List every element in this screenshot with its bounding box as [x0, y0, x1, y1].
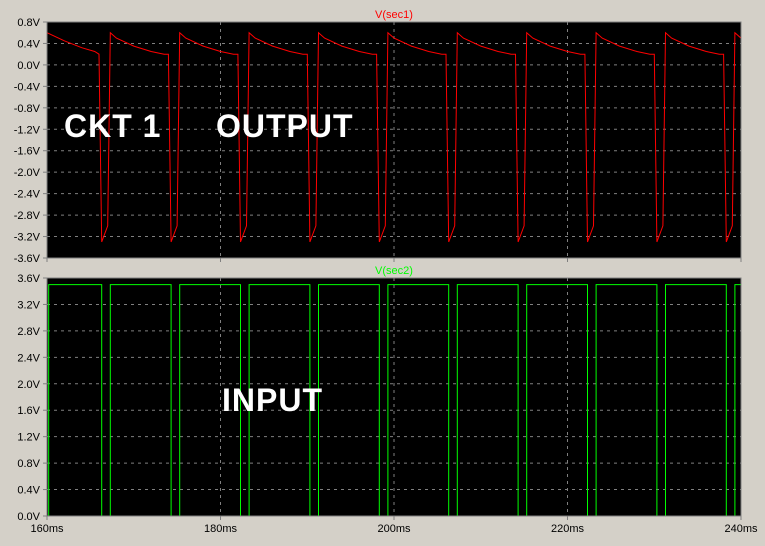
y-tick-label: -3.2V	[14, 232, 41, 244]
y-tick-label: -1.6V	[14, 146, 41, 158]
y-tick-label: 2.4V	[17, 352, 40, 364]
x-tick-label: 160ms	[30, 523, 64, 535]
x-tick-label: 200ms	[377, 523, 411, 535]
ckt-label: CKT 1	[64, 108, 162, 144]
x-tick-label: 240ms	[724, 523, 758, 535]
y-tick-label: 0.8V	[17, 458, 40, 470]
y-tick-label: 0.0V	[17, 511, 40, 523]
y-tick-label: -0.4V	[14, 81, 41, 93]
y-tick-label: 2.8V	[17, 326, 40, 338]
y-tick-label: 1.2V	[17, 432, 40, 444]
y-tick-label: -0.8V	[14, 103, 41, 115]
y-tick-label: -2.8V	[14, 210, 41, 222]
series-trace	[47, 31, 741, 243]
pane-sec2: 3.6V 3.2V 2.8V 2.4V 2.0V 1.6V 1.2V 0.8V 0.4V 0.0V…	[17, 265, 758, 535]
y-tick-label: 0.8V	[17, 17, 40, 29]
input-label: INPUT	[222, 382, 323, 418]
y-tick-label: 3.6V	[17, 273, 40, 285]
x-tick-label: 180ms	[204, 523, 238, 535]
y-tick-label: 3.2V	[17, 299, 40, 311]
series-trace	[48, 284, 741, 516]
output-label: OUTPUT	[216, 108, 354, 144]
pane-title: V(sec2)	[375, 265, 413, 277]
y-tick-label: 0.4V	[17, 485, 40, 497]
y-tick-label: 2.0V	[17, 379, 40, 391]
y-tick-label: 0.4V	[17, 38, 40, 50]
y-tick-label: -1.2V	[14, 124, 41, 136]
y-tick-label: -2.4V	[14, 189, 41, 201]
pane-title: V(sec1)	[375, 9, 413, 21]
y-tick-label: 0.0V	[17, 60, 40, 72]
x-tick-label: 220ms	[551, 523, 585, 535]
pane-sec1: 0.8V 0.4V 0.0V -0.4V -0.8V -1.2V -1.6V -2.0V -2.…	[14, 9, 742, 265]
y-tick-label: -2.0V	[14, 167, 41, 179]
y-tick-label: -3.6V	[14, 253, 41, 265]
y-tick-label: 1.6V	[17, 405, 40, 417]
